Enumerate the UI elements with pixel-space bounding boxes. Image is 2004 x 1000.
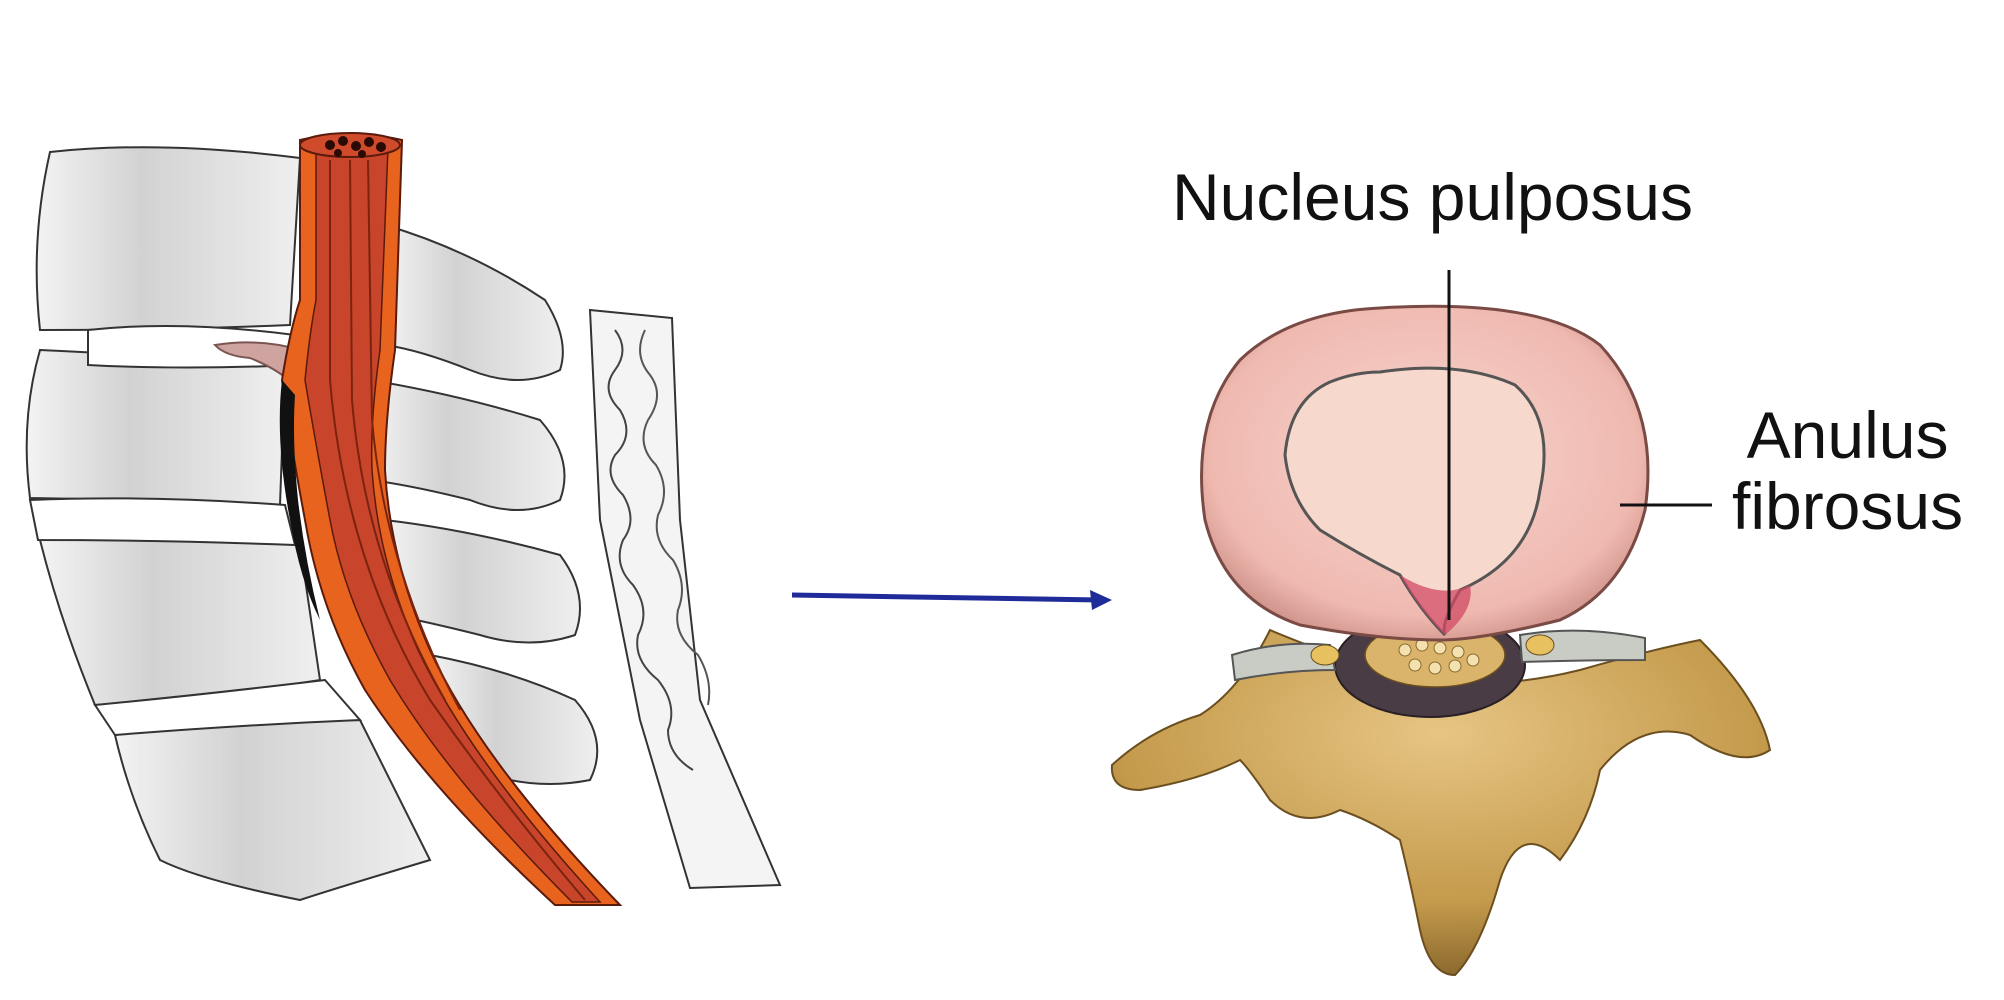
nerve-root-left bbox=[1230, 642, 1337, 682]
vertebral-body-2 bbox=[25, 348, 287, 507]
anulus-label-line1: Anulus bbox=[1746, 398, 1949, 472]
cord-cross-section bbox=[299, 132, 401, 158]
root-ganglion-right bbox=[1525, 634, 1555, 656]
direction-arrow bbox=[791, 590, 1112, 610]
disc-3 bbox=[93, 678, 363, 737]
ligament-squiggle bbox=[607, 329, 694, 771]
disc-2 bbox=[28, 497, 297, 547]
anulus-fibrosus-label: Anulus fibrosus bbox=[1732, 398, 1964, 544]
vertebral-body-3 bbox=[38, 537, 322, 707]
anulus-label-line2: fibrosus bbox=[1732, 469, 1964, 544]
root-ganglion-left bbox=[1310, 644, 1340, 666]
nucleus-pulposus-label: Nucleus pulposus bbox=[1172, 160, 1693, 234]
lamina-2 bbox=[369, 378, 566, 511]
ligament-squiggle-2 bbox=[639, 329, 711, 706]
vertebral-arch bbox=[1110, 628, 1772, 977]
herniation-rupture bbox=[1400, 575, 1471, 635]
axial-vertebra bbox=[1110, 270, 1772, 977]
lamina-3 bbox=[383, 518, 581, 644]
compression-shadow bbox=[279, 380, 320, 620]
nerve-fibers bbox=[329, 159, 586, 901]
lamina-1 bbox=[384, 223, 564, 381]
vertebral-body-4 bbox=[113, 718, 432, 902]
cord-fiber-dots bbox=[325, 136, 386, 158]
spinal-cord-inner bbox=[304, 143, 602, 903]
nerve-root-dots bbox=[1398, 638, 1480, 675]
vertebral-body-1 bbox=[35, 146, 302, 332]
posterior-column bbox=[588, 308, 782, 890]
sagittal-spine bbox=[25, 132, 782, 906]
